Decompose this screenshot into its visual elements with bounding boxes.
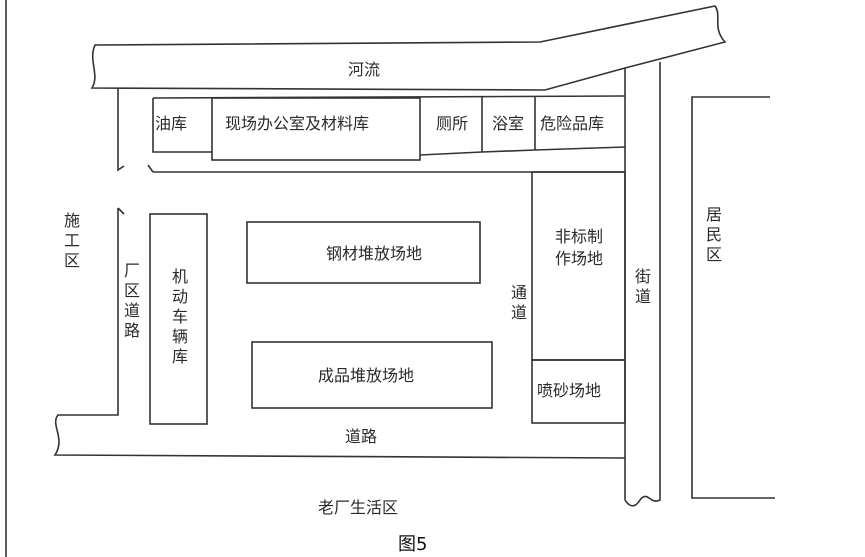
- residential-label: 居民区: [703, 206, 722, 266]
- oil-depot-label: 油库: [155, 114, 188, 133]
- left-road-top-edge: [117, 88, 154, 173]
- figure-caption: 图5: [398, 534, 428, 555]
- plant-road-edge: [53, 207, 626, 459]
- sandblast-label: 喷砂场地: [537, 381, 602, 400]
- steel-yard-box: [246, 221, 481, 284]
- road-label: 道路: [345, 427, 378, 446]
- building-row-outline: [152, 95, 626, 173]
- street-right-edge: [624, 62, 661, 507]
- construction-area-label: 施工区: [61, 212, 80, 272]
- street-label: 街道: [632, 268, 651, 308]
- steel-yard-label: 钢材堆放场地: [326, 244, 423, 263]
- vehicle-garage-label: 机动车辆库: [169, 268, 188, 368]
- nonstandard-fab-label: 非标制作场地: [555, 227, 604, 268]
- residential-outline: [691, 96, 775, 499]
- old-living-area-label: 老厂生活区: [318, 498, 399, 517]
- toilet-label: 厕所: [436, 114, 469, 133]
- office-label: 现场办公室及材料库: [225, 114, 370, 133]
- hazardous-store-label: 危险品库: [540, 114, 605, 133]
- river-label: 河流: [348, 60, 381, 79]
- finished-yard-box: [251, 341, 493, 409]
- vehicle-garage-box: [149, 213, 208, 425]
- river: [90, 5, 727, 91]
- sandblast-box: [531, 359, 626, 424]
- office-box: [211, 97, 421, 161]
- passage-label: 通道: [508, 284, 527, 324]
- plant-road-label: 厂区道路: [121, 262, 140, 342]
- bathroom-label: 浴室: [492, 114, 525, 133]
- finished-yard-label: 成品堆放场地: [318, 366, 415, 385]
